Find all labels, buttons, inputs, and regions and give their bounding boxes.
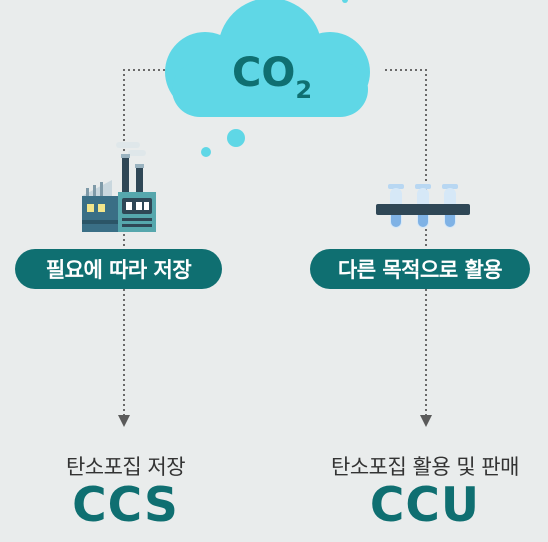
formula-subscript: 2 [295, 76, 312, 104]
pill-use-for-other-purposes: 다른 목적으로 활용 [310, 249, 530, 289]
test-tubes-icon [376, 184, 470, 228]
caption-ccs: 탄소포집 저장 [65, 455, 186, 479]
pill-store-as-needed: 필요에 따라 저장 [15, 249, 222, 289]
formula-main: CO [232, 50, 295, 96]
caption-ccu: 탄소포집 활용 및 판매 [331, 455, 519, 479]
arrow-right-icon [420, 415, 432, 427]
factory-icon [82, 142, 156, 232]
acronym-ccu: CCU [369, 478, 481, 533]
pill-left-text: 필요에 따라 저장 [45, 258, 192, 282]
cloud-formula: CO2 [232, 50, 312, 104]
co2-cloud-icon: CO2 [165, 0, 370, 157]
acronym-ccs: CCS [72, 478, 179, 533]
arrow-left-icon [118, 415, 130, 427]
pill-right-text: 다른 목적으로 활용 [337, 258, 503, 282]
connector-left [123, 69, 170, 415]
connector-right [385, 69, 427, 415]
